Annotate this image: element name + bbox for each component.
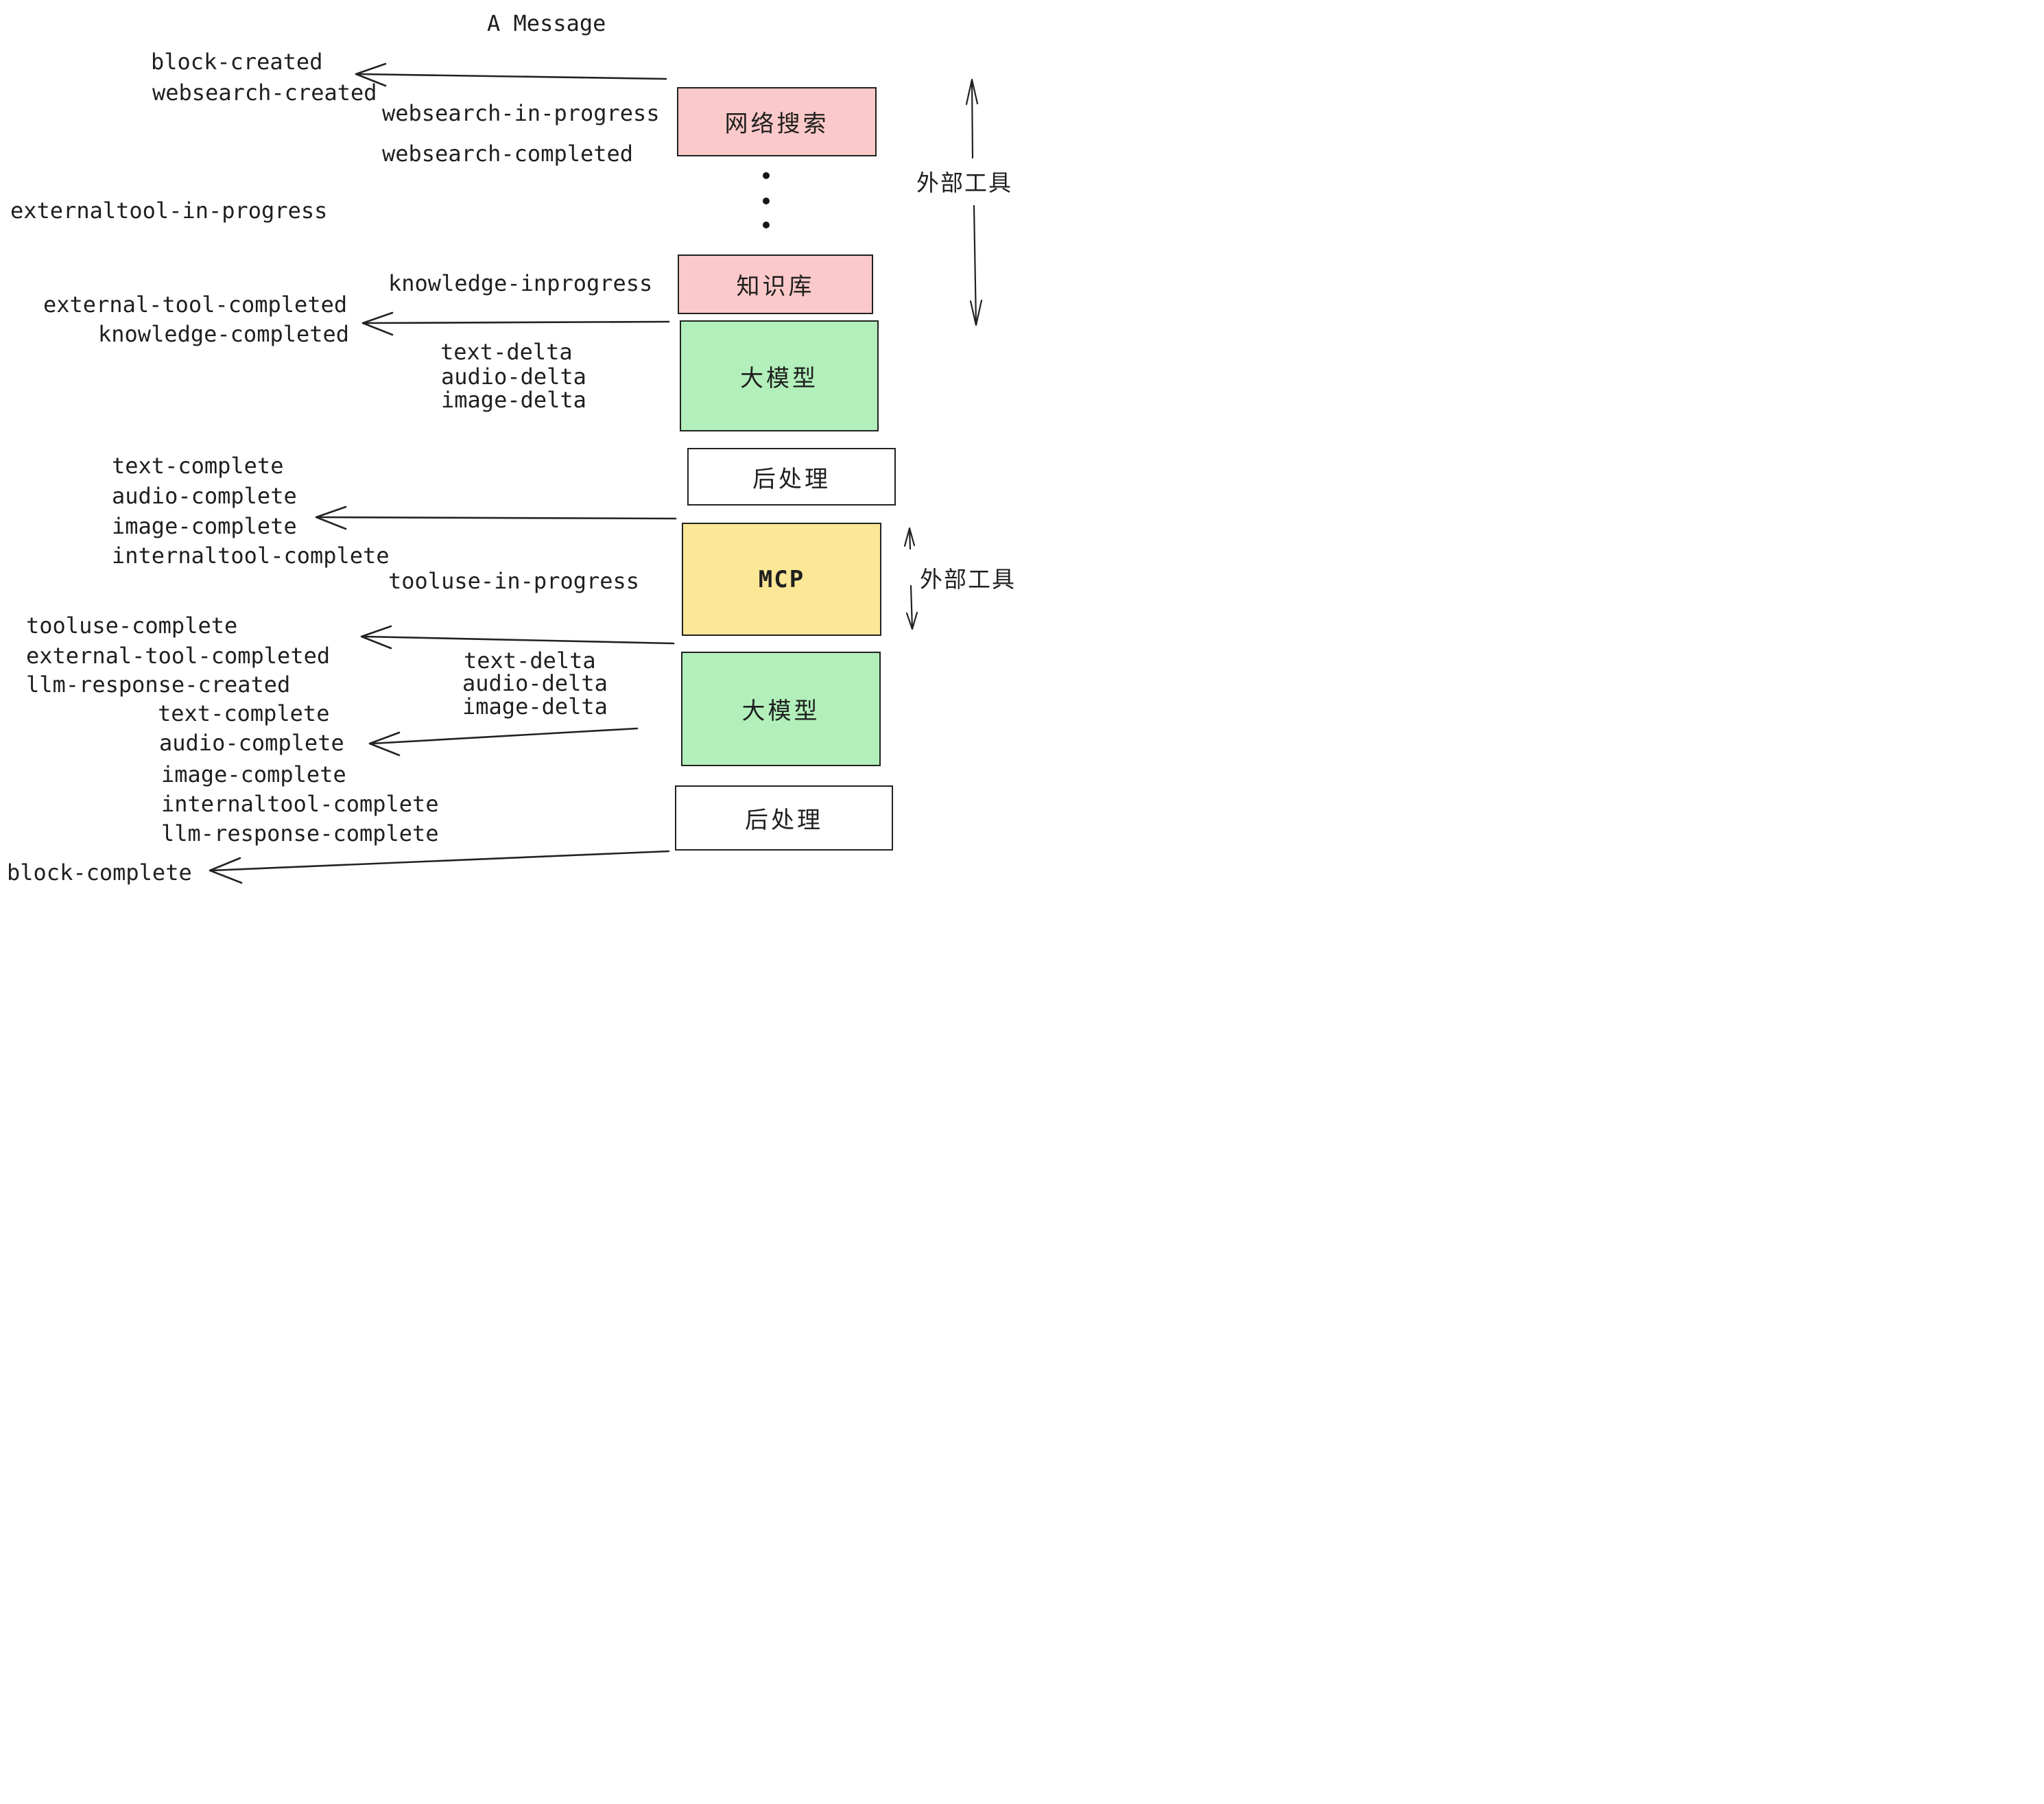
arrow-image-complete	[315, 506, 677, 530]
box-llm-1: 大模型	[680, 320, 879, 431]
arrow-tooluse-complete	[360, 625, 675, 650]
event-label-llm-response-created: llm-response-created	[26, 672, 291, 698]
event-label-internaltool-complete-2: internaltool-complete	[161, 791, 439, 817]
ellipsis-dot-3	[763, 222, 770, 228]
event-label-text-complete-2: text-complete	[158, 700, 330, 726]
event-label-externaltool-in-progress: externaltool-in-progress	[10, 198, 328, 224]
event-label-audio-complete: audio-complete	[112, 483, 297, 509]
arrow-external-tool-lower-up	[903, 527, 916, 550]
box-post-process-1: 后处理	[687, 448, 896, 506]
box-mcp-label: MCP	[758, 565, 805, 593]
box-llm-1-label: 大模型	[740, 364, 818, 392]
event-label-tooluse-in-progress: tooluse-in-progress	[388, 568, 640, 594]
arrow-audio-complete	[368, 727, 639, 757]
event-label-block-created: block-created	[151, 49, 323, 75]
box-post-process-1-label: 后处理	[752, 465, 831, 493]
event-label-text-complete: text-complete	[112, 453, 284, 479]
arrow-block-complete	[209, 850, 670, 884]
box-knowledge-base-label: 知识库	[736, 273, 815, 300]
event-label-internaltool-complete: internaltool-complete	[112, 543, 390, 569]
event-label-websearch-completed: websearch-completed	[382, 141, 634, 167]
box-mcp: MCP	[682, 523, 881, 636]
event-label-image-complete: image-complete	[112, 513, 297, 539]
diagram-title: A Message	[487, 10, 606, 36]
arrow-block-created	[355, 62, 667, 87]
arrow-external-tool-upper-up	[965, 78, 979, 159]
box-knowledge-base: 知识库	[678, 254, 873, 314]
event-label-websearch-created: websearch-created	[152, 80, 377, 106]
ellipsis-dot-2	[763, 198, 770, 204]
event-label-image-delta: image-delta	[441, 387, 586, 413]
box-llm-2: 大模型	[681, 652, 881, 766]
arrow-external-tool-lower-down	[905, 584, 918, 630]
event-label-audio-delta-2: audio-delta	[462, 670, 608, 696]
event-label-audio-delta: audio-delta	[441, 364, 586, 390]
event-label-knowledge-inprogress: knowledge-inprogress	[388, 270, 653, 296]
event-label-websearch-in-progress: websearch-in-progress	[382, 100, 660, 126]
arrow-external-tool-upper-down	[969, 204, 983, 327]
event-label-external-tool-completed: external-tool-completed	[43, 292, 348, 318]
event-label-llm-response-complete: llm-response-complete	[161, 820, 439, 846]
event-label-tooluse-complete: tooluse-complete	[26, 613, 238, 639]
event-label-image-complete-2: image-complete	[161, 761, 346, 787]
box-web-search: 网络搜索	[677, 87, 877, 156]
arrow-knowledge-completed	[361, 311, 670, 336]
box-post-process-2-label: 后处理	[745, 807, 823, 834]
event-label-block-complete: block-complete	[7, 859, 192, 886]
external-tool-upper-label: 外部工具	[916, 169, 1012, 196]
event-label-external-tool-completed-2: external-tool-completed	[26, 643, 331, 669]
event-label-audio-complete-2: audio-complete	[159, 730, 344, 756]
box-llm-2-label: 大模型	[741, 698, 820, 725]
event-label-text-delta-2: text-delta	[464, 648, 596, 674]
event-label-knowledge-completed: knowledge-completed	[98, 321, 350, 347]
diagram-canvas: A Message 网络搜索 知识库 大模型 后处理 MCP 大模型 后处理 外…	[0, 0, 1022, 902]
ellipsis-dot-1	[763, 172, 770, 179]
box-post-process-2: 后处理	[675, 785, 893, 851]
box-web-search-label: 网络搜索	[724, 110, 829, 138]
event-label-text-delta: text-delta	[440, 339, 573, 365]
event-label-image-delta-2: image-delta	[462, 693, 608, 720]
external-tool-lower-label: 外部工具	[920, 566, 1016, 593]
